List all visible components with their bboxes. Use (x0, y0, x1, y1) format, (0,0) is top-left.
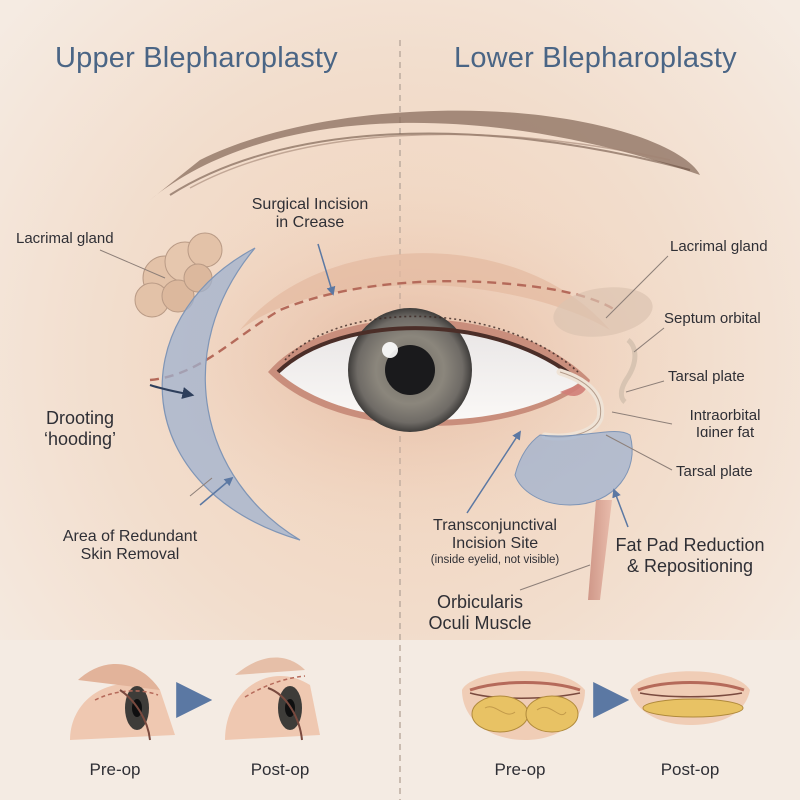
label-tarsal-plate-2: Tarsal plate (676, 463, 753, 480)
label-drooping: Drooting ‘hooding’ (20, 408, 140, 449)
lower-lacrimal-gland (553, 287, 653, 337)
redundant-skin-arrow (199, 476, 234, 506)
eye (268, 308, 590, 432)
leader-lines (99, 243, 673, 591)
label-redundant-skin: Area of Redundant Skin Removal (40, 528, 220, 565)
upper-postop-thumb (225, 657, 320, 741)
lower-preop-thumb (462, 671, 585, 740)
label-septum-orbital: Septum orbital (664, 310, 761, 327)
lower-fat-pad (514, 431, 633, 506)
label-intraorbital-line2: Iɑiner fat (695, 424, 755, 442)
label-orbicularis: Orbicularis Oculi Muscle (420, 592, 540, 633)
label-fatpad-line1: Fat Pad Reduction (615, 535, 765, 555)
caption-lower-preop: Pre-op (494, 760, 546, 779)
upper-preop-thumb (70, 663, 175, 741)
label-transconj-note: (inside eyelid, not visible) (430, 553, 560, 566)
incision-line (149, 279, 616, 382)
eye-highlight (382, 342, 398, 358)
label-intraorbital-line1: Intraorbital (689, 407, 761, 424)
septum-orbital (618, 337, 638, 404)
label-orbicularis-line1: Orbicularis (436, 592, 524, 612)
pupil (385, 345, 435, 395)
label-redundant-line1: Area of Redundant (62, 528, 198, 545)
label-tarsal-plate-1: Tarsal plate (668, 368, 745, 385)
caption-lower-postop: Post-op (660, 760, 720, 779)
lower-title: Lower Blepharoplasty (454, 42, 737, 74)
caption-upper-preop: Pre-op (89, 760, 141, 779)
label-drooping-line1: Drooting (45, 408, 115, 428)
label-fat-pad: Fat Pad Reduction & Repositioning (600, 535, 780, 576)
drooping-arrow (149, 384, 195, 399)
redundant-skin-area (161, 247, 301, 541)
label-orbicularis-line2: Oculi Muscle (428, 612, 532, 633)
label-redundant-line2: Skin Removal (80, 546, 180, 564)
upper-lid-fold (240, 253, 610, 330)
caption-upper-postop: Post-op (250, 760, 310, 779)
label-incision-line1: Surgical Incision (251, 196, 369, 213)
label-incision: Surgical Incision in Crease (225, 196, 395, 233)
orbicularis-muscle (588, 500, 612, 600)
lower-postop-thumb (630, 671, 750, 725)
label-lower-lacrimal-gland: Lacrimal gland (670, 238, 768, 255)
label-fatpad-line2: & Repositioning (626, 555, 754, 576)
label-transconjunctival: Transconjunctival Incision Site (inside … (410, 517, 580, 567)
upper-title: Upper Blepharoplasty (55, 42, 338, 74)
label-transconj-line2: Incision Site (451, 535, 539, 553)
label-transconj-line1: Transconjunctival (433, 517, 557, 534)
label-drooping-line2: ‘hooding’ (43, 428, 117, 449)
eyebrow (150, 110, 700, 200)
label-intraorbital-fat: Intraorbital Iɑiner fat (670, 407, 780, 442)
label-upper-lacrimal-gland: Lacrimal gland (16, 230, 114, 247)
label-incision-line2: in Crease (275, 214, 345, 232)
